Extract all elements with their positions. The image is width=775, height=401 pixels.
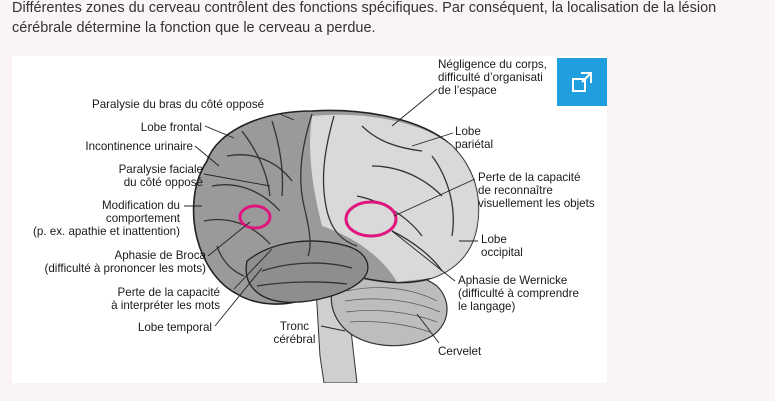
label-perte-interpreter-line2: à interpréter les mots (111, 299, 220, 312)
label-wernicke-line1: Aphasie de Wernicke (458, 274, 568, 287)
label-paralysie-faciale-line1: Paralysie faciale (118, 163, 203, 176)
intro-text: Différentes zones du cerveau contrôlent … (12, 0, 772, 38)
label-tronc-line2: cérébral (273, 333, 316, 346)
label-lobe-occipital-line1: Lobe (481, 233, 507, 246)
label-tronc-line1: Tronc (279, 320, 310, 333)
label-negligence-line3: de l’espace (438, 84, 497, 97)
intro-line-1: Différentes zones du cerveau contrôlent … (12, 0, 717, 16)
label-paralysie-faciale-line2: du côté opposé (123, 176, 203, 189)
label-modification-line3: (p. ex. apathie et inattention) (33, 225, 180, 238)
label-modification: Modification du comportement (p. ex. apa… (12, 199, 180, 238)
label-wernicke: Aphasie de Wernicke (difficulté à compre… (458, 274, 579, 313)
label-broca: Aphasie de Broca (difficulté à prononcer… (16, 249, 206, 275)
label-lobe-parietal: Lobe pariétal (455, 125, 493, 151)
label-wernicke-line3: le langage) (458, 300, 516, 313)
label-perte-interpreter: Perte de la capacité à interpréter les m… (72, 286, 220, 312)
label-perte-reconnaitre-line1: Perte de la capacité (478, 171, 581, 184)
wernicke-area-highlight (344, 200, 398, 238)
label-lobe-parietal-line2: pariétal (455, 138, 494, 151)
label-cervelet: Cervelet (438, 345, 482, 358)
label-perte-reconnaitre: Perte de la capacité de reconnaître visu… (478, 171, 595, 210)
label-broca-line1: Aphasie de Broca (114, 249, 206, 262)
label-negligence-line2: difficulté d’organisati (438, 71, 543, 84)
label-lobe-frontal: Lobe frontal (140, 121, 202, 134)
label-lobe-occipital-line2: occipital (481, 246, 523, 259)
label-lobe-parietal-line1: Lobe (455, 125, 481, 138)
brain-illustration (184, 88, 480, 383)
label-negligence-line1: Négligence du corps, (438, 58, 547, 71)
expand-button[interactable] (557, 58, 607, 106)
label-incontinence: Incontinence urinaire (85, 140, 193, 153)
label-lobe-occipital: Lobe occipital (481, 233, 523, 259)
label-broca-line2: (difficulté à prononcer les mots) (44, 262, 206, 275)
label-lobe-temporal: Lobe temporal (137, 321, 212, 334)
parietal-highlight (310, 114, 479, 282)
broca-area-highlight (238, 204, 272, 230)
intro-line-2: cérébrale détermine la fonction que le c… (12, 20, 376, 36)
label-paralysie-bras: Paralysie du bras du côté opposé (92, 98, 265, 111)
expand-icon (572, 72, 592, 92)
label-perte-reconnaitre-line3: visuellement les objets (478, 197, 595, 210)
leader-lines (184, 88, 478, 344)
brain-diagram: Paralysie du bras du côté opposé Lobe fr… (12, 56, 607, 383)
label-modification-line1: Modification du (102, 199, 180, 212)
label-tronc-cerebral: Tronc cérébral (267, 320, 322, 346)
label-modification-line2: comportement (105, 212, 180, 225)
label-negligence: Négligence du corps, difficulté d’organi… (438, 58, 547, 97)
label-perte-reconnaitre-line2: de reconnaître (478, 184, 553, 197)
label-wernicke-line2: (difficulté à comprendre (458, 287, 579, 300)
temporal-lobe (245, 240, 369, 303)
label-perte-interpreter-line1: Perte de la capacité (117, 286, 220, 299)
label-paralysie-faciale: Paralysie faciale du côté opposé (72, 163, 203, 189)
